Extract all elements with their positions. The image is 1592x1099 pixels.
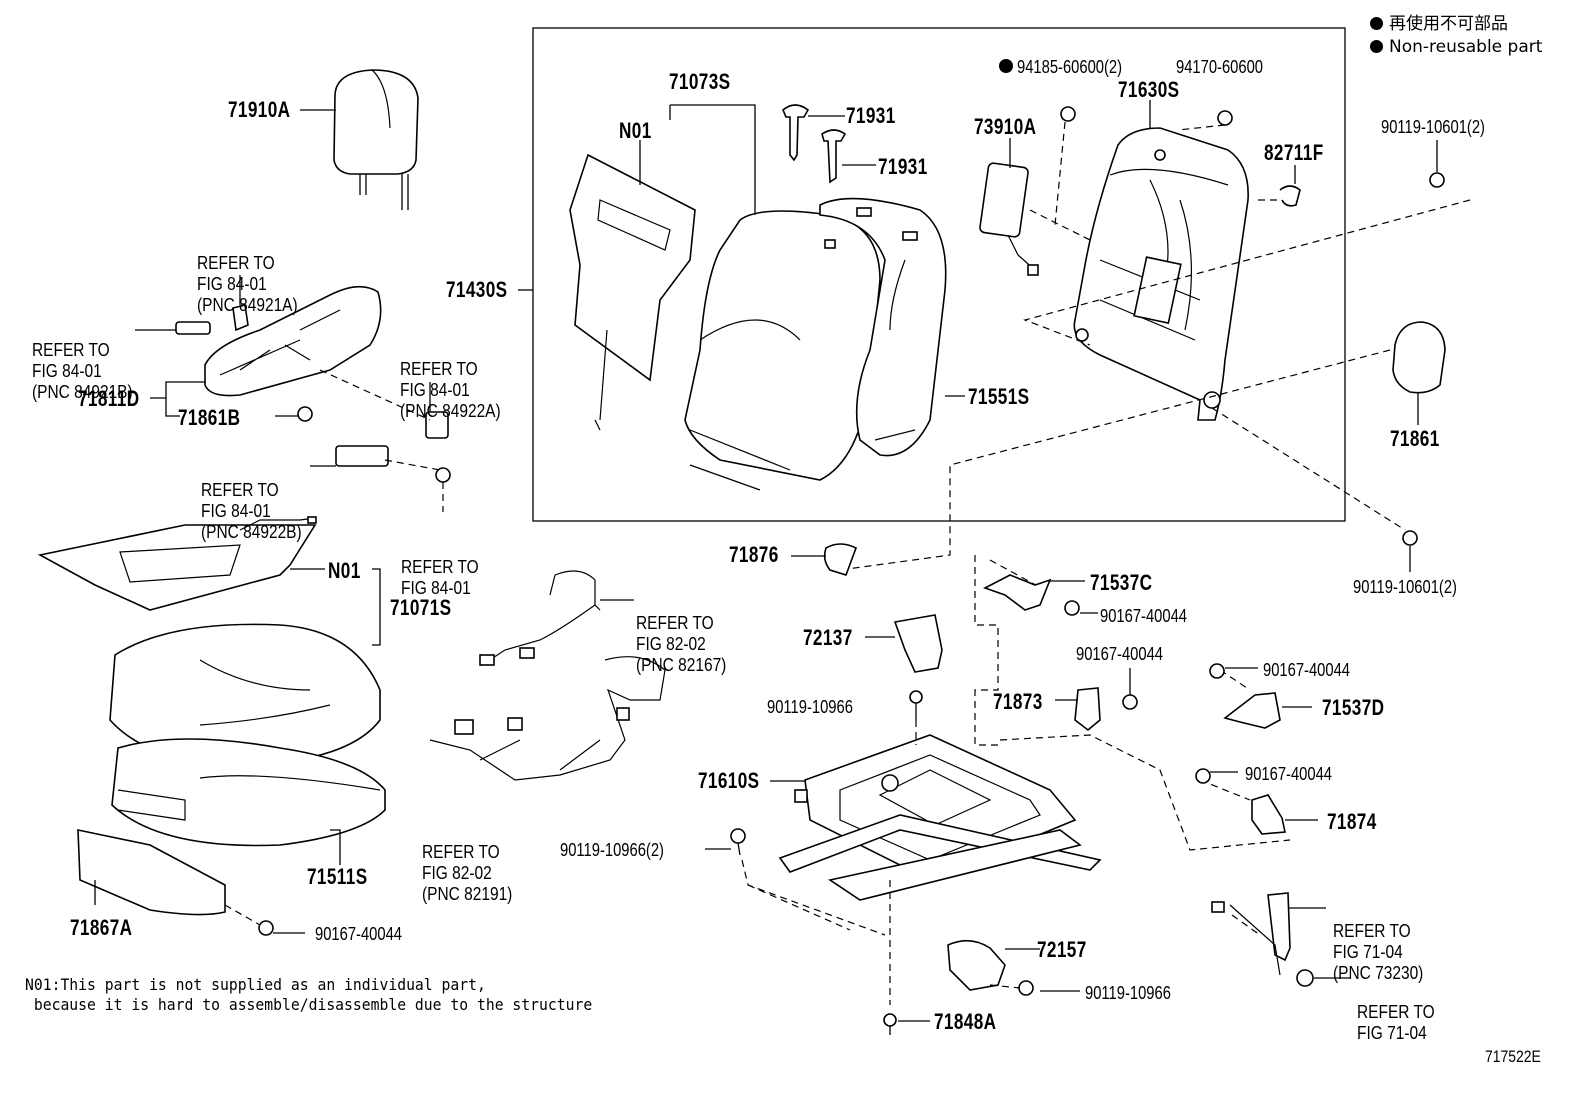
part-90167-40044-b[interactable]: 90167-40044 xyxy=(1076,644,1164,664)
part-71071S[interactable]: 71071S xyxy=(390,595,452,620)
legend-en: Non-reusable part xyxy=(1370,36,1542,58)
seatback-group-box xyxy=(532,27,1346,522)
figure-id: 717522E xyxy=(1485,1047,1541,1066)
headrest-support-drawing xyxy=(1392,321,1446,394)
side-shield-drawing xyxy=(175,285,451,483)
front-shield-drawing xyxy=(77,829,226,916)
part-90167-40044-d[interactable]: 90167-40044 xyxy=(1245,764,1333,784)
cover-72157-drawing xyxy=(947,939,1006,991)
part-71910A[interactable]: 71910A xyxy=(228,97,291,122)
legend-jp: 再使用不可部品 xyxy=(1370,13,1508,35)
part-71811D[interactable]: 71811D xyxy=(78,386,140,411)
footnote-line-1: N01:This part is not supplied as an indi… xyxy=(25,975,486,994)
cushion-pad-drawing xyxy=(37,516,317,611)
seatback-frame-drawing xyxy=(1073,127,1249,421)
bracket-71874-drawing xyxy=(1251,794,1286,835)
part-71537C[interactable]: 71537C xyxy=(1090,570,1153,595)
footnote-line-2: because it is hard to assemble/disassemb… xyxy=(25,995,593,1014)
part-72157[interactable]: 72157 xyxy=(1037,937,1087,962)
part-N01-cushion[interactable]: N01 xyxy=(328,558,361,583)
part-72137[interactable]: 72137 xyxy=(803,625,853,650)
part-71073S[interactable]: 71073S xyxy=(669,69,731,94)
part-90167-40044-a[interactable]: 90167-40044 xyxy=(1100,606,1188,626)
part-71511S[interactable]: 71511S xyxy=(307,864,368,889)
part-71931-upper[interactable]: 71931 xyxy=(846,103,896,128)
part-71867A[interactable]: 71867A xyxy=(70,915,133,940)
seatbelt-buckle-drawing xyxy=(1211,892,1291,976)
bracket-71873-drawing xyxy=(1074,687,1101,732)
part-71931-lower[interactable]: 71931 xyxy=(878,154,928,179)
part-73910A[interactable]: 73910A xyxy=(974,114,1037,139)
seat-adjuster-drawing xyxy=(778,734,1102,901)
part-90119-10966-b[interactable]: 90119-10966(2) xyxy=(560,840,664,860)
part-94185-60600[interactable]: 94185-60600(2) xyxy=(1017,57,1123,77)
part-90119-10966-a[interactable]: 90119-10966 xyxy=(767,697,853,717)
part-71874[interactable]: 71874 xyxy=(1327,809,1377,834)
part-94170-60600[interactable]: 94170-60600 xyxy=(1176,57,1264,77)
clips-drawing xyxy=(782,104,847,184)
seatback-pad-drawing xyxy=(569,153,947,491)
part-N01-seatback[interactable]: N01 xyxy=(619,118,652,143)
part-90119-10601-lower[interactable]: 90119-10601(2) xyxy=(1353,577,1457,597)
part-71430S[interactable]: 71430S xyxy=(446,277,508,302)
part-71610S[interactable]: 71610S xyxy=(698,768,760,793)
bracket-71537D-drawing xyxy=(1223,692,1281,729)
cover-72137-drawing xyxy=(893,614,943,673)
part-71537D[interactable]: 71537D xyxy=(1322,695,1385,720)
part-71848A[interactable]: 71848A xyxy=(934,1009,997,1034)
bracket-71537C-drawing xyxy=(982,574,1052,611)
part-90167-40044-c[interactable]: 90167-40044 xyxy=(1263,660,1351,680)
wire-harness-drawing xyxy=(429,570,666,781)
part-71861B[interactable]: 71861B xyxy=(178,405,241,430)
part-71873[interactable]: 71873 xyxy=(993,689,1043,714)
part-90119-10966-c[interactable]: 90119-10966 xyxy=(1085,983,1171,1003)
non-reusable-dot-icon xyxy=(1370,40,1383,53)
part-71861[interactable]: 71861 xyxy=(1390,426,1440,451)
part-71876-drawing xyxy=(823,543,857,576)
part-82711F[interactable]: 82711F xyxy=(1264,140,1324,165)
part-71630S[interactable]: 71630S xyxy=(1118,77,1180,102)
part-71551S[interactable]: 71551S xyxy=(968,384,1030,409)
part-90167-40044-e[interactable]: 90167-40044 xyxy=(315,924,403,944)
cushion-pad-lower-drawing xyxy=(111,738,386,847)
non-reusable-dot-icon xyxy=(1370,17,1383,30)
headrest-drawing xyxy=(333,69,419,210)
part-90119-10601-upper[interactable]: 90119-10601(2) xyxy=(1381,117,1485,137)
part-71876[interactable]: 71876 xyxy=(729,542,779,567)
airbag-drawing xyxy=(979,162,1039,276)
